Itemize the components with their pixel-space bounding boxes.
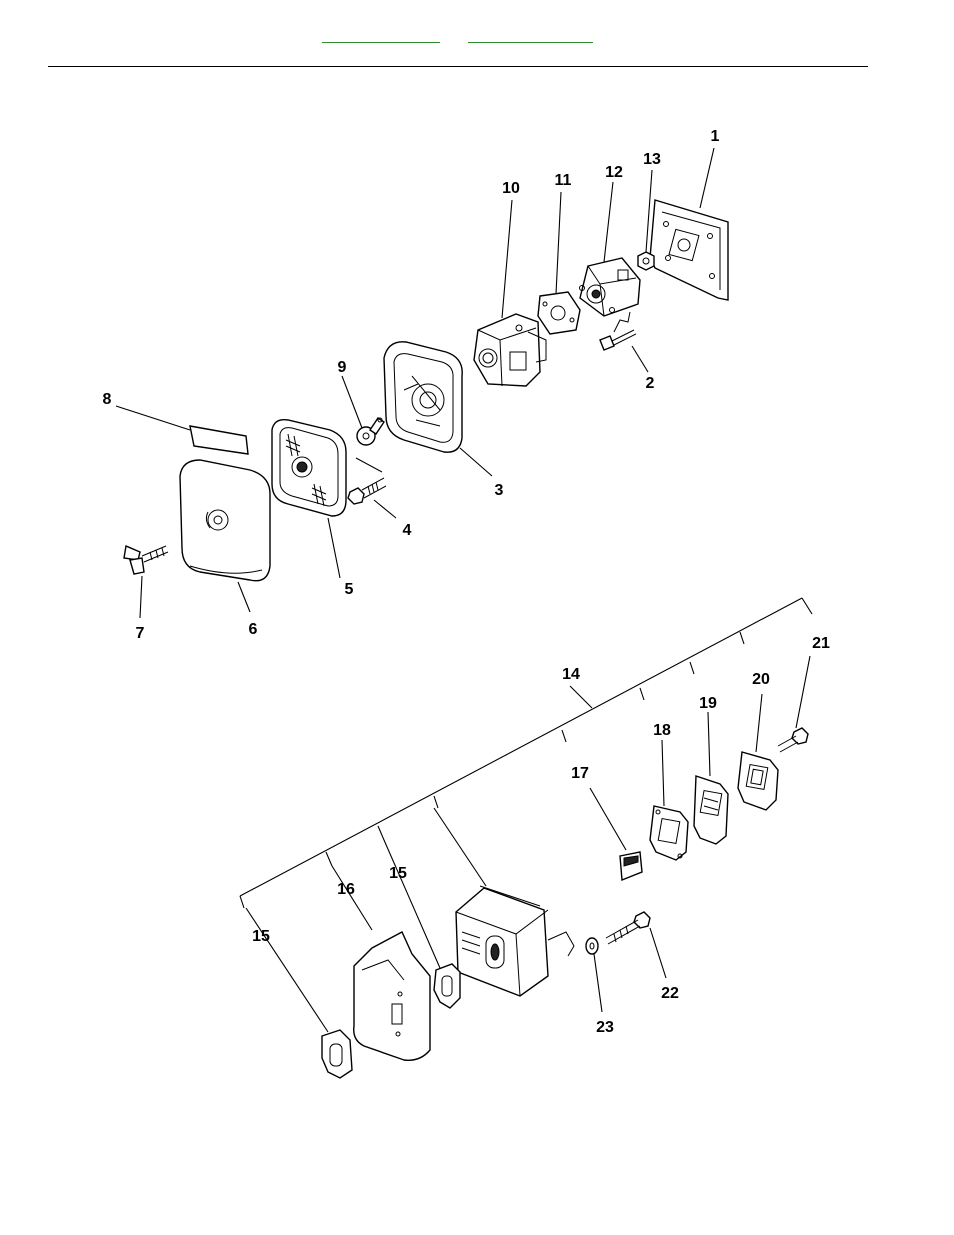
part-22-bolt bbox=[606, 912, 650, 944]
part-9-choke-lever bbox=[357, 418, 384, 445]
part-18-gasket bbox=[650, 806, 688, 860]
part-4-bolt bbox=[348, 458, 386, 504]
part-15-gasket-lower bbox=[322, 1030, 352, 1078]
callout-19: 19 bbox=[699, 695, 717, 712]
callout-23: 23 bbox=[596, 1019, 614, 1036]
callout-14: 14 bbox=[562, 666, 580, 683]
part-20-plate bbox=[738, 752, 778, 810]
part-1-gasket-plate bbox=[650, 200, 728, 300]
callout-9: 9 bbox=[338, 359, 347, 376]
callout-16: 16 bbox=[337, 881, 355, 898]
kit-bracket-14 bbox=[240, 598, 812, 908]
part-23-washer bbox=[586, 938, 598, 954]
callout-6: 6 bbox=[249, 621, 258, 638]
part-6-cover bbox=[180, 460, 270, 581]
callout-11: 11 bbox=[555, 172, 572, 189]
part-17-plate bbox=[620, 852, 642, 880]
part-15-gasket-upper bbox=[434, 964, 460, 1008]
callout-3: 3 bbox=[495, 482, 504, 499]
part-21-bolt bbox=[778, 728, 808, 752]
part-12-adaptor bbox=[580, 258, 641, 316]
part-3-air-cleaner-base bbox=[384, 342, 462, 452]
callout-8: 8 bbox=[103, 391, 112, 408]
callout-2: 2 bbox=[646, 375, 655, 392]
callout-18: 18 bbox=[653, 722, 671, 739]
part-10-carburetor bbox=[474, 314, 546, 386]
callout-5: 5 bbox=[345, 581, 354, 598]
callout-7: 7 bbox=[136, 625, 145, 642]
callout-15-lower: 15 bbox=[252, 928, 270, 945]
callout-12: 12 bbox=[605, 164, 623, 181]
part-7-wing-bolt bbox=[124, 546, 168, 574]
part-8-decal bbox=[190, 426, 248, 454]
part-5-air-filter bbox=[272, 420, 346, 516]
callout-22: 22 bbox=[661, 985, 679, 1002]
muffler bbox=[456, 886, 574, 996]
callout-20: 20 bbox=[752, 671, 770, 688]
part-16-heat-shield bbox=[354, 932, 430, 1060]
callout-10: 10 bbox=[502, 180, 520, 197]
callout-21: 21 bbox=[812, 635, 830, 652]
callout-1: 1 bbox=[711, 128, 720, 145]
part-11-gasket bbox=[538, 292, 580, 334]
part-2-bolt bbox=[600, 312, 636, 350]
part-13-nut bbox=[638, 252, 654, 270]
callout-13: 13 bbox=[643, 151, 661, 168]
callout-15-upper: 15 bbox=[389, 865, 407, 882]
callout-17: 17 bbox=[571, 765, 589, 782]
callout-4: 4 bbox=[403, 522, 412, 539]
part-19-gasket bbox=[694, 776, 728, 844]
